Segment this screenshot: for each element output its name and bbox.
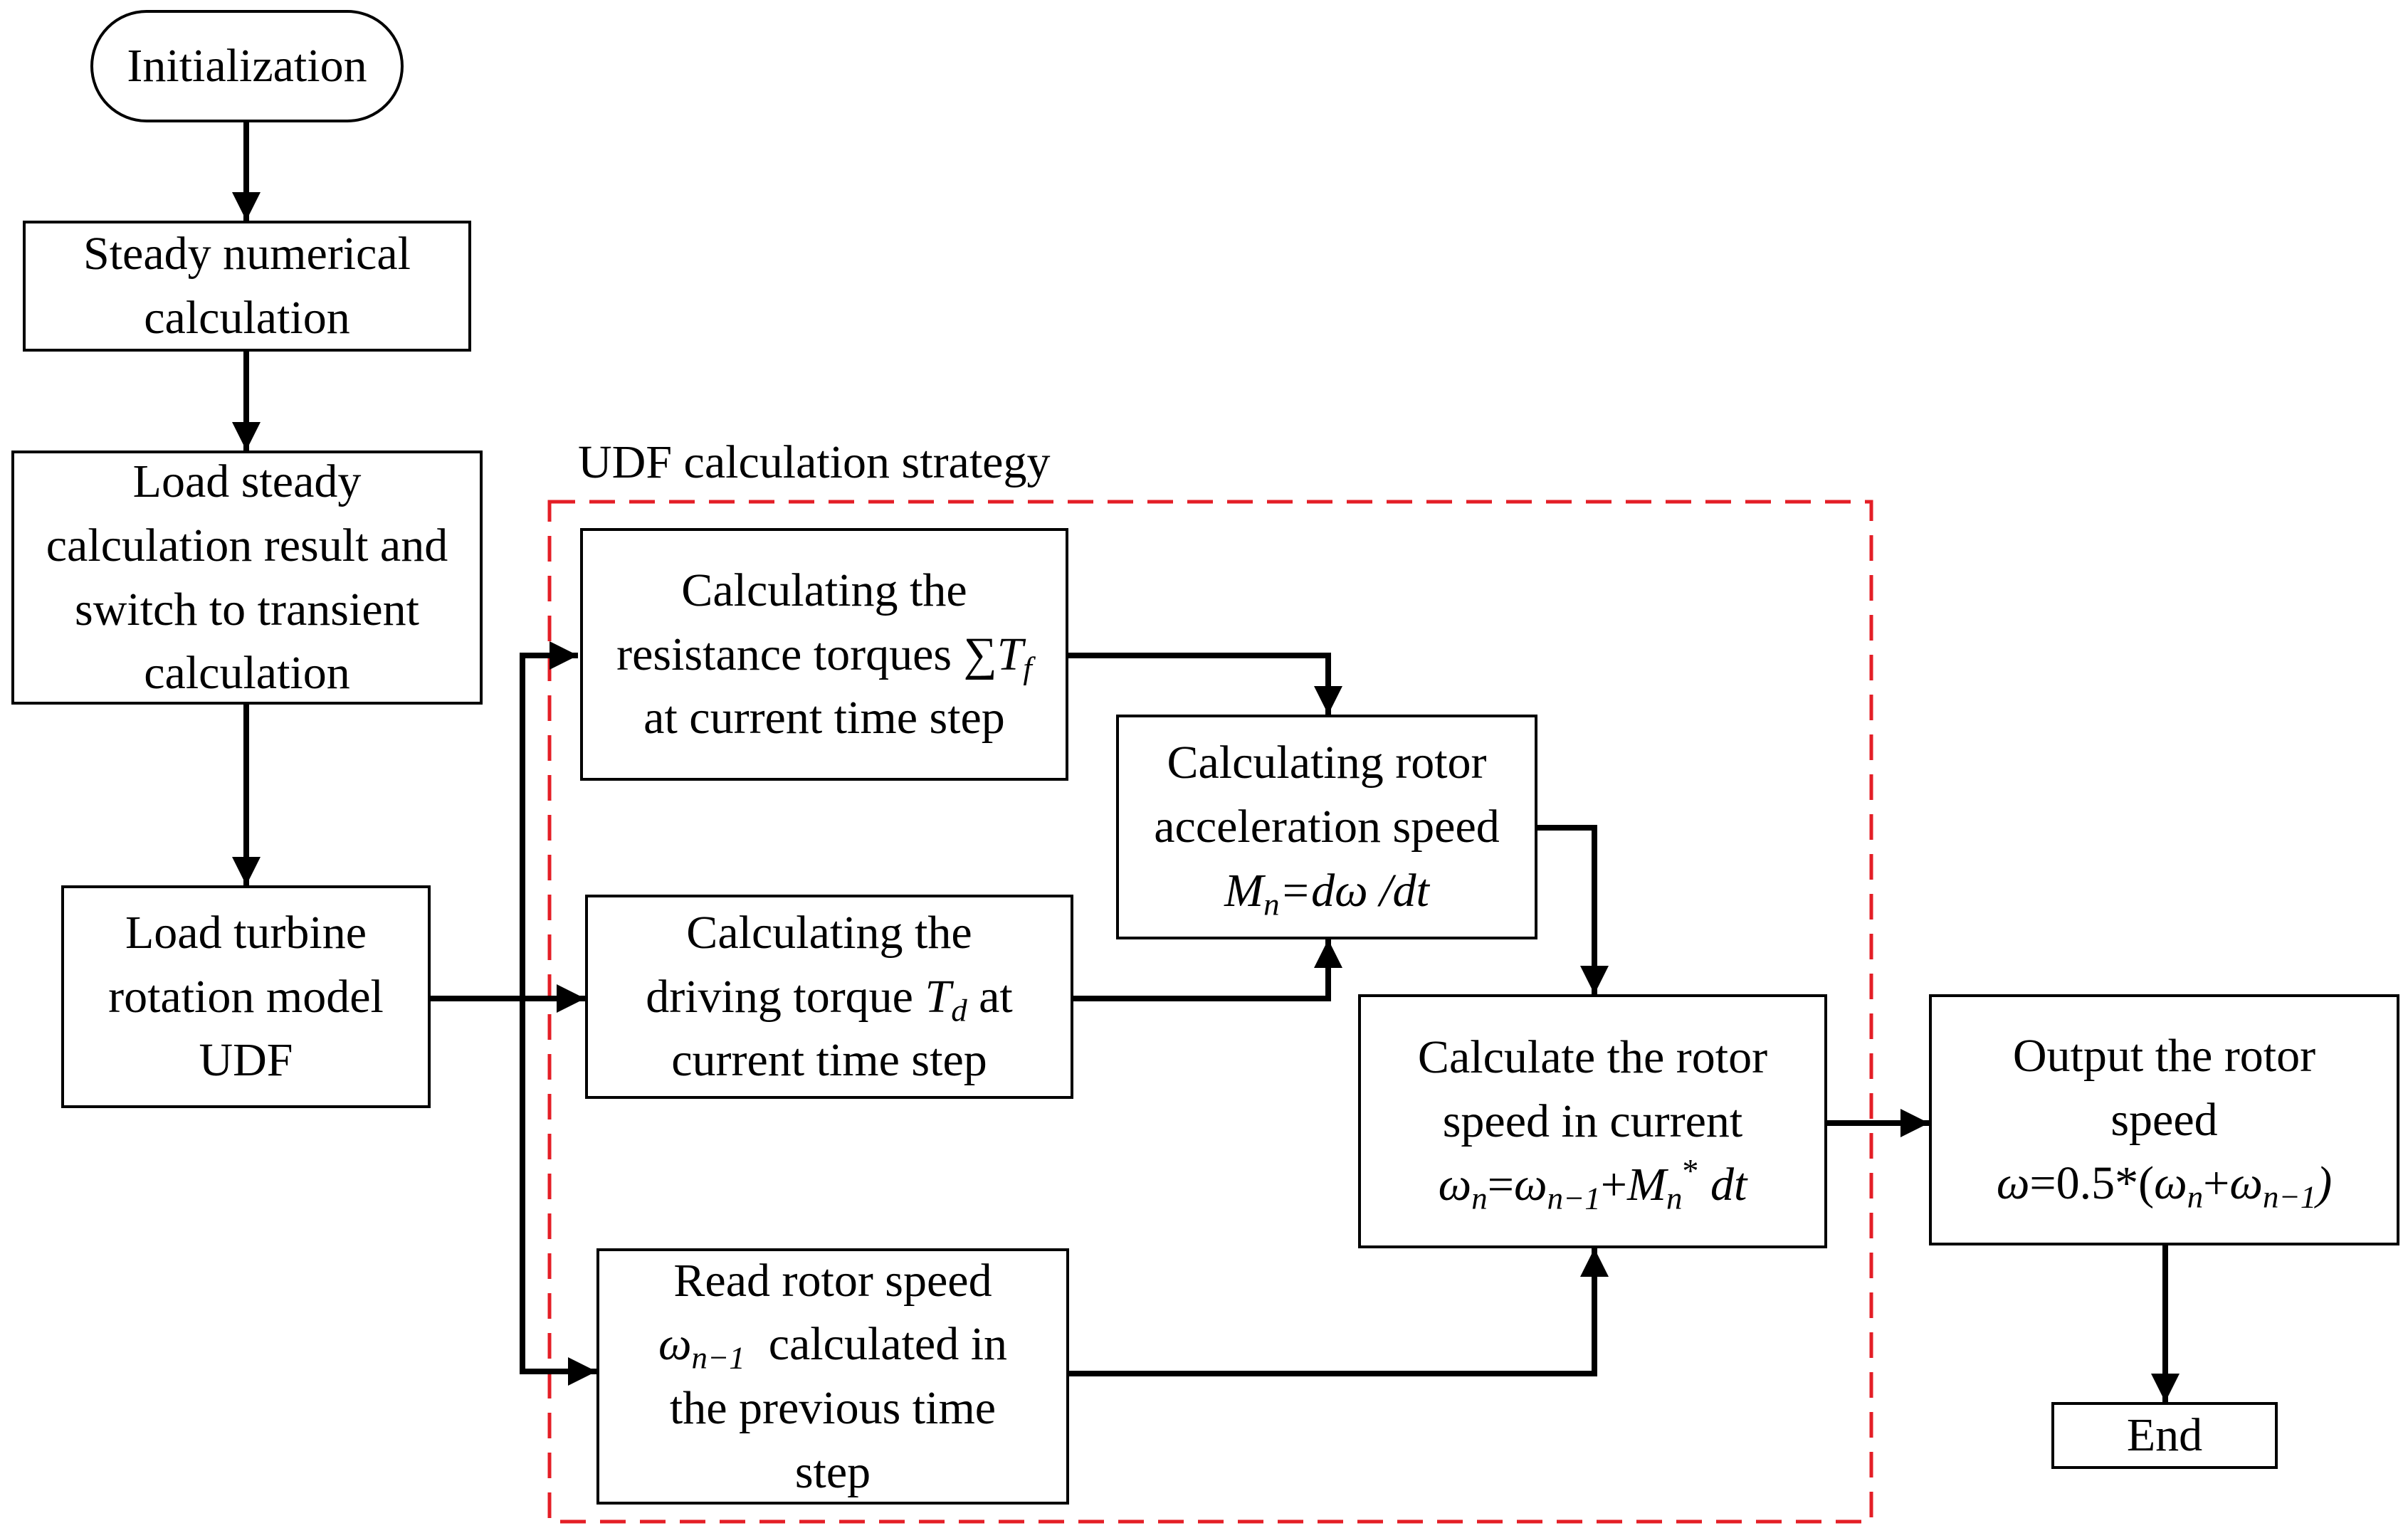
output-a-sub: n (2187, 1179, 2204, 1215)
output-plus: + (2203, 1157, 2230, 1210)
end-label: End (2126, 1409, 2203, 1462)
driving-text-a: driving torque (646, 970, 925, 1023)
read-var-sub: n−1 (691, 1339, 745, 1376)
output-b-sub: n−1 (2263, 1179, 2317, 1215)
load-udf-line-1: Load turbine (125, 906, 367, 959)
read-line-2-rest: calculated in (745, 1318, 1008, 1371)
torque-var: T (997, 628, 1024, 680)
accel-rest: =dω /dt (1279, 864, 1429, 917)
resistance-line-2: resistance torques ∑Tf (616, 623, 1032, 687)
output-line-2: speed (2110, 1093, 2218, 1146)
acceleration-line-2: acceleration speed (1154, 801, 1500, 853)
output-equation: ω=0.5*(ωn+ωn−1) (1997, 1152, 2332, 1216)
arrow-branch-to-resistance (520, 641, 578, 999)
accel-M-sub: n (1263, 886, 1280, 922)
driving-var: T (925, 970, 952, 1023)
read-var: ω (658, 1318, 692, 1371)
calc-w2-sub: n−1 (1547, 1180, 1601, 1216)
arrow-branch-to-read-speed (520, 999, 596, 1386)
read-line-1: Read rotor speed (673, 1254, 992, 1307)
read-line-3: the previous time (669, 1382, 997, 1434)
calc-w: ω (1438, 1159, 1472, 1211)
load-steady-result-node: Load steady calculation result and switc… (11, 451, 483, 705)
calc-line-1: Calculate the rotor (1417, 1031, 1768, 1083)
steady-line-1: Steady numerical (83, 228, 411, 280)
load-steady-line-2: calculation result and (46, 519, 448, 571)
load-steady-line-1: Load steady (132, 455, 362, 507)
driving-line-2: driving torque Td at (646, 965, 1013, 1029)
calc-M: M (1626, 1159, 1666, 1211)
initialization-label: Initialization (127, 40, 367, 93)
calc-star: * (1682, 1152, 1699, 1189)
load-turbine-udf-node: Load turbine rotation model UDF (61, 885, 431, 1108)
driving-line-3: current time step (671, 1034, 987, 1087)
resistance-line-1: Calculating the (681, 564, 967, 616)
output-end: ) (2316, 1157, 2333, 1210)
read-line-4: step (794, 1445, 871, 1498)
calc-w-sub: n (1471, 1180, 1488, 1216)
output-mid: =0.5*( (2029, 1157, 2155, 1210)
driving-text-b: at (967, 970, 1013, 1023)
arrow-resistance-to-acceleration (1066, 653, 1342, 715)
udf-strategy-region (547, 500, 1873, 1524)
calc-M-sub: n (1666, 1180, 1683, 1216)
arrow-read-speed-to-calc-speed (1069, 1248, 1609, 1376)
acceleration-node: Calculating rotor acceleration speed Mn=… (1116, 715, 1537, 939)
load-steady-line-3: switch to transient (75, 583, 419, 636)
driving-sub: d (951, 992, 967, 1028)
initialization-node: Initialization (90, 10, 404, 122)
calc-line-2: speed in current (1442, 1095, 1743, 1147)
calc-equation: ωn=ωn−1+Mn* dt (1439, 1153, 1747, 1217)
calc-dt: dt (1698, 1159, 1747, 1211)
arrow-driving-to-acceleration (1073, 939, 1342, 1001)
calc-eq: = (1487, 1159, 1514, 1211)
calc-rotor-speed-node: Calculate the rotor speed in current ωn=… (1358, 994, 1827, 1248)
output-line-1: Output the rotor (2012, 1029, 2316, 1082)
driving-torque-node: Calculating the driving torque Td at cur… (585, 895, 1073, 1099)
calc-plus: + (1600, 1159, 1627, 1211)
torque-sub: f (1023, 650, 1032, 686)
acceleration-equation: Mn=dω /dt (1224, 859, 1429, 923)
resistance-line-3: at current time step (643, 692, 1005, 744)
steady-line-2: calculation (144, 292, 350, 344)
accel-M: M (1224, 864, 1264, 917)
resistance-torques-node: Calculating the resistance torques ∑Tf a… (580, 528, 1068, 781)
output-b: ω (2229, 1157, 2264, 1210)
output-a: ω (2154, 1157, 2187, 1210)
read-line-2: ωn−1 calculated in (658, 1312, 1007, 1376)
load-udf-line-2: rotation model (108, 970, 384, 1023)
udf-strategy-label: UDF calculation strategy (578, 436, 1051, 488)
arrow-acceleration-to-calc-speed (1537, 825, 1609, 994)
load-udf-line-3: UDF (199, 1034, 293, 1087)
load-steady-line-4: calculation (144, 647, 350, 700)
calc-w2: ω (1513, 1159, 1547, 1211)
end-node: End (2051, 1402, 2278, 1469)
read-rotor-speed-node: Read rotor speed ωn−1 calculated in the … (596, 1248, 1069, 1505)
output-rotor-speed-node: Output the rotor speed ω=0.5*(ωn+ωn−1) (1929, 994, 2399, 1245)
driving-line-1: Calculating the (686, 906, 972, 959)
steady-calculation-node: Steady numerical calculation (23, 221, 471, 352)
output-w: ω (1996, 1157, 2030, 1210)
sum-symbol: ∑ (963, 628, 997, 680)
acceleration-line-1: Calculating rotor (1167, 737, 1487, 789)
resistance-text: resistance torques (616, 628, 952, 680)
